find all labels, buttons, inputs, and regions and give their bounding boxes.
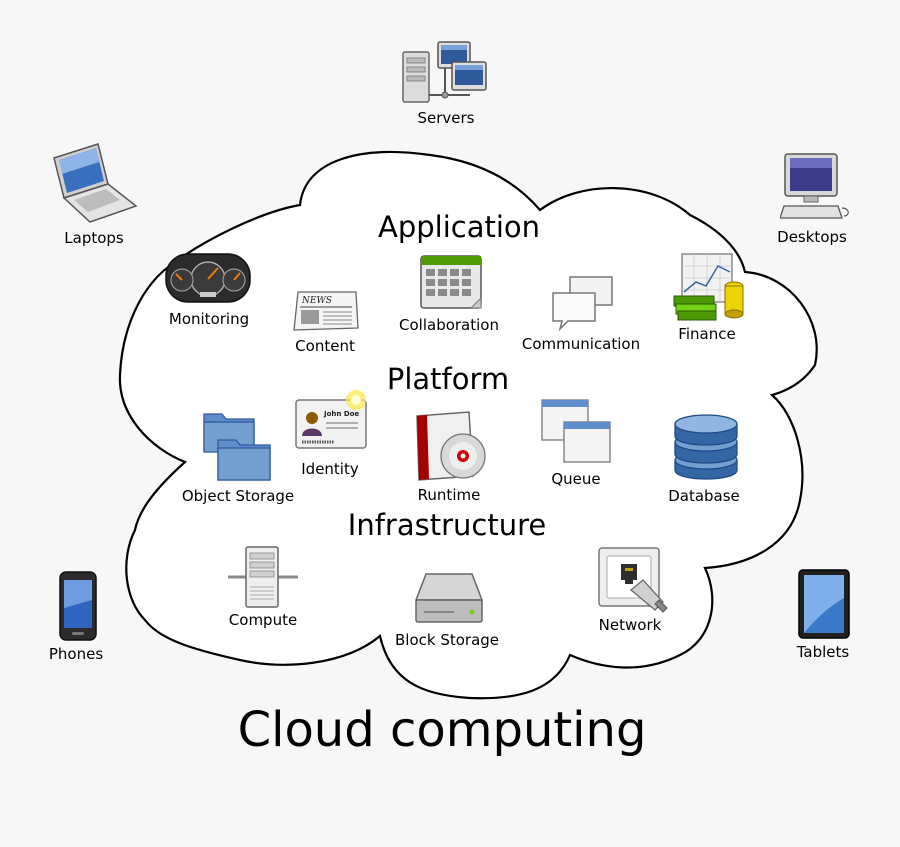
section-application: Application bbox=[377, 210, 541, 244]
label-compute: Compute bbox=[228, 611, 298, 629]
tablet-icon bbox=[798, 569, 850, 639]
label-block-storage: Block Storage bbox=[394, 631, 500, 649]
folders-icon bbox=[203, 413, 271, 481]
label-monitoring: Monitoring bbox=[168, 310, 250, 328]
windows-stack-icon bbox=[541, 399, 611, 463]
package-disc-icon bbox=[416, 411, 486, 481]
label-laptops: Laptops bbox=[64, 229, 124, 247]
hard-drive-icon bbox=[414, 573, 484, 623]
label-communication: Communication bbox=[521, 335, 641, 353]
label-content: Content bbox=[295, 337, 355, 355]
label-servers: Servers bbox=[417, 109, 475, 127]
label-queue: Queue bbox=[551, 470, 601, 488]
speech-bubbles-icon bbox=[552, 276, 613, 331]
label-tablets: Tablets bbox=[796, 643, 850, 661]
servers-icon bbox=[402, 41, 487, 103]
phone-icon bbox=[59, 571, 97, 641]
newspaper-icon: NEWS bbox=[293, 291, 359, 331]
label-identity: Identity bbox=[301, 460, 359, 478]
newspaper-masthead: NEWS bbox=[301, 296, 332, 306]
id-card-name: John Doe bbox=[323, 410, 359, 418]
diagram-title: Cloud computing bbox=[237, 702, 647, 758]
laptop-icon bbox=[53, 143, 138, 223]
label-desktops: Desktops bbox=[777, 228, 847, 246]
id-card-icon: John Doe bbox=[295, 390, 367, 449]
desktop-icon bbox=[780, 153, 849, 219]
label-object-storage: Object Storage bbox=[181, 487, 295, 505]
database-icon bbox=[674, 414, 738, 480]
dashboard-gauge-icon bbox=[165, 253, 251, 303]
section-platform: Platform bbox=[386, 362, 510, 396]
money-chart-icon bbox=[673, 253, 744, 321]
server-tower-icon bbox=[228, 546, 298, 608]
calendar-icon bbox=[420, 255, 482, 309]
label-finance: Finance bbox=[678, 325, 736, 343]
label-runtime: Runtime bbox=[417, 486, 481, 504]
label-phones: Phones bbox=[48, 645, 104, 663]
label-collaboration: Collaboration bbox=[399, 316, 499, 334]
section-infrastructure: Infrastructure bbox=[347, 508, 547, 542]
label-database: Database bbox=[668, 487, 740, 505]
network-jack-icon bbox=[598, 547, 668, 613]
label-network: Network bbox=[598, 616, 662, 634]
